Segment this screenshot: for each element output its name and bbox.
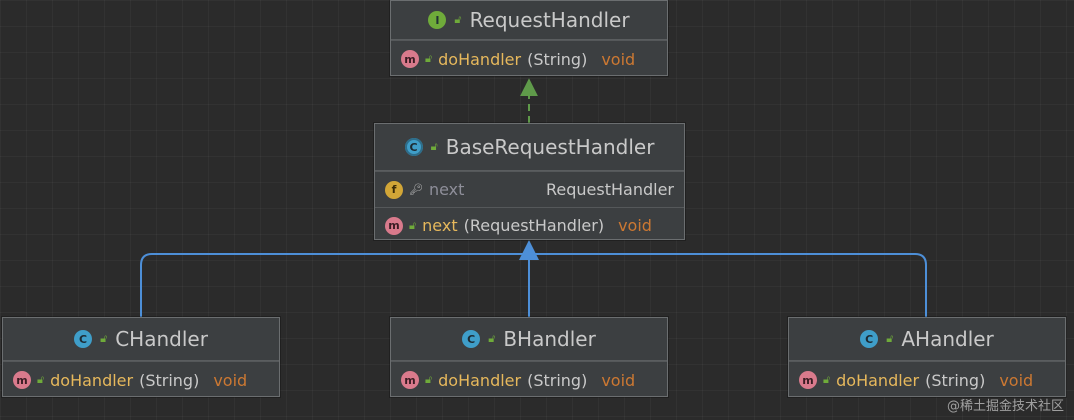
public-visibility-icon: 🔓︎: [430, 140, 438, 153]
public-visibility-icon: 🔓︎: [823, 373, 831, 386]
method-row: m 🔓︎ doHandler(String) void: [391, 40, 667, 77]
field-name: next: [428, 180, 465, 199]
node-title: CHandler: [115, 327, 208, 351]
class-icon: C: [74, 330, 93, 348]
public-visibility-icon: 🔓︎: [425, 52, 433, 65]
node-b-handler[interactable]: C 🔓︎ BHandler m 🔓︎ doHandler(String) voi…: [390, 317, 668, 397]
node-c-handler[interactable]: C 🔓︎ CHandler m 🔓︎ doHandler(String) voi…: [2, 317, 280, 397]
public-visibility-icon: 🔓︎: [425, 373, 433, 386]
field-type: RequestHandler: [546, 180, 674, 199]
method-row: m 🔓︎ doHandler(String) void: [391, 361, 667, 398]
node-title: BaseRequestHandler: [445, 135, 655, 159]
private-visibility-icon: 🔑︎: [409, 183, 423, 196]
method-return-type: void: [618, 216, 652, 235]
public-visibility-icon: 🔓︎: [409, 218, 417, 232]
method-icon: m: [401, 371, 419, 389]
method-row: m 🔓︎ next (RequestHandler) void: [375, 207, 684, 243]
watermark: @稀土掘金技术社区: [946, 399, 1064, 414]
method-return-type: void: [999, 370, 1034, 390]
public-visibility-icon: 🔓︎: [37, 373, 45, 386]
method-icon: m: [799, 371, 817, 389]
public-visibility-icon: 🔓︎: [488, 332, 496, 345]
method-return-type: void: [601, 370, 636, 390]
method-return-type: void: [213, 370, 248, 390]
node-title: RequestHandler: [469, 8, 630, 32]
method-icon: m: [385, 216, 403, 235]
node-base-request-handler[interactable]: C 🔓︎ BaseRequestHandler f 🔑︎ next Reques…: [374, 123, 685, 240]
public-visibility-icon: 🔓︎: [100, 332, 108, 345]
method-name: doHandler: [438, 370, 522, 390]
method-params: (String): [925, 370, 986, 390]
method-params: (RequestHandler): [463, 216, 605, 235]
method-row: m 🔓︎ doHandler(String) void: [3, 361, 279, 398]
method-icon: m: [13, 371, 31, 389]
method-params: (String): [527, 49, 588, 69]
method-params: (String): [527, 370, 588, 390]
public-visibility-icon: 🔓︎: [886, 332, 894, 345]
node-title: AHandler: [901, 327, 994, 351]
class-icon: C: [860, 330, 879, 348]
public-visibility-icon: 🔓︎: [454, 13, 462, 26]
method-name: doHandler: [836, 370, 920, 390]
node-a-handler[interactable]: C 🔓︎ AHandler m 🔓︎ doHandler(String) voi…: [788, 317, 1066, 397]
edge-inheritance-c-to-base: [140, 253, 529, 317]
method-params: (String): [139, 370, 200, 390]
method-name: doHandler: [50, 370, 134, 390]
node-title: BHandler: [503, 327, 596, 351]
field-icon: f: [385, 180, 403, 199]
class-icon: C: [462, 330, 481, 348]
method-return-type: void: [601, 49, 636, 69]
interface-icon: I: [428, 11, 447, 29]
edge-inheritance-a-to-base: [529, 253, 927, 317]
node-request-handler[interactable]: I 🔓︎ RequestHandler m 🔓︎ doHandler(Strin…: [390, 0, 668, 76]
method-row: m 🔓︎ doHandler(String) void: [789, 361, 1065, 398]
field-row: f 🔑︎ next RequestHandler: [375, 171, 684, 207]
method-icon: m: [401, 50, 419, 68]
abstract-class-icon: C: [404, 138, 423, 156]
method-name: next: [422, 216, 458, 235]
method-name: doHandler: [438, 49, 522, 69]
